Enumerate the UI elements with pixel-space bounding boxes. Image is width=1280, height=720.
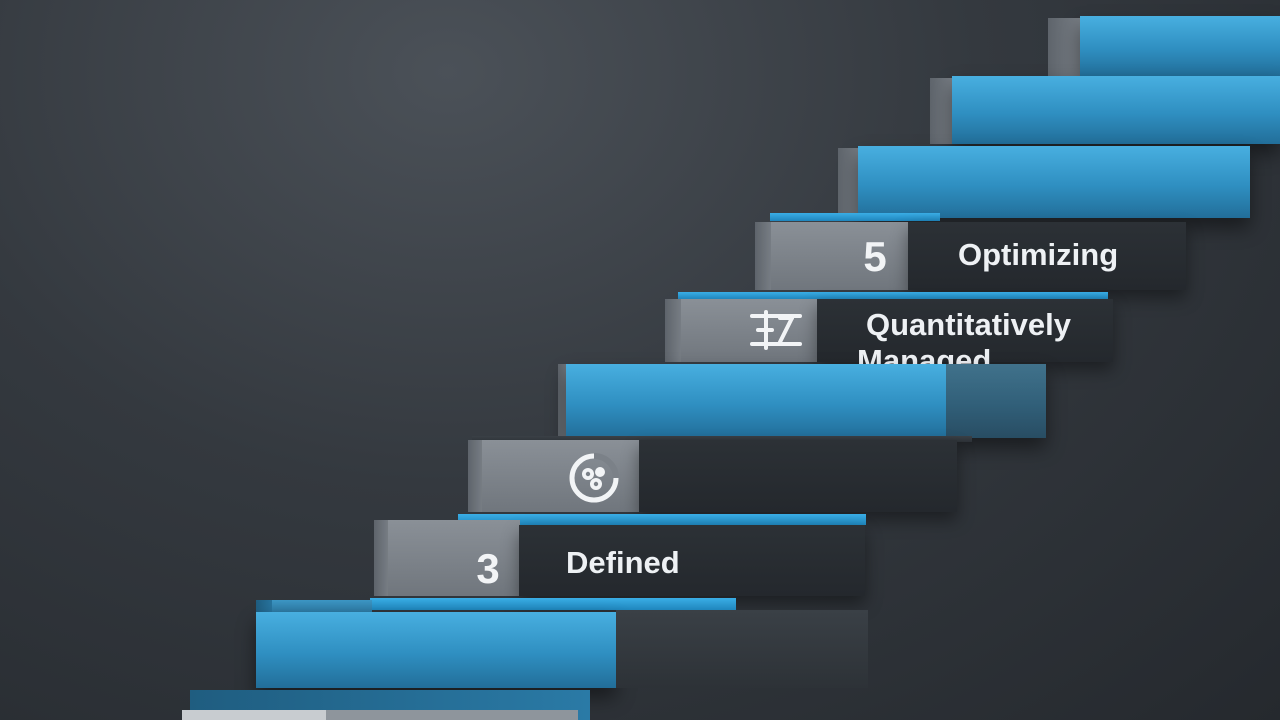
step5-top-edge <box>770 213 940 221</box>
step3-top-edge <box>458 514 866 525</box>
step5-number-block <box>771 222 909 290</box>
step2-face <box>256 612 616 688</box>
upper-step-2-side <box>930 78 954 144</box>
step-qm-icon-block <box>681 299 818 362</box>
top-step-side <box>1048 18 1082 76</box>
step2-riser <box>616 610 868 688</box>
step-qm-label-panel <box>817 299 1113 362</box>
scale-tool-icon <box>750 310 802 350</box>
process-gear-icon <box>569 453 619 503</box>
upper-step-2 <box>952 76 1280 144</box>
step-qm-icon-side <box>665 299 683 362</box>
step-qm-label-line1: Quantitatively <box>866 308 1071 342</box>
qm-line1-text: Quantitatively <box>866 307 1071 342</box>
step2-top-edge <box>370 598 736 610</box>
step3-label: Defined <box>566 545 680 580</box>
step3-number-side <box>374 520 390 596</box>
step3-number: 3 <box>476 545 500 592</box>
step5-label-panel <box>908 222 1186 290</box>
step1-edge <box>326 710 578 720</box>
middle-blue-step-riser <box>946 364 1046 438</box>
step3-label-panel <box>519 525 865 596</box>
step2-block <box>272 600 372 614</box>
step-qm-top-edge <box>678 292 1108 299</box>
step5-number-side <box>755 222 773 290</box>
step1-highlight <box>182 710 328 720</box>
step3-number-block <box>388 520 520 596</box>
step4-top-edge <box>472 436 972 442</box>
step4-icon-side <box>468 440 484 512</box>
step5-number: 5 <box>863 233 887 280</box>
step5-label: Optimizing <box>958 237 1119 272</box>
step4-label-panel <box>639 440 957 512</box>
top-step <box>1080 16 1280 76</box>
upper-step-1 <box>858 146 1250 218</box>
